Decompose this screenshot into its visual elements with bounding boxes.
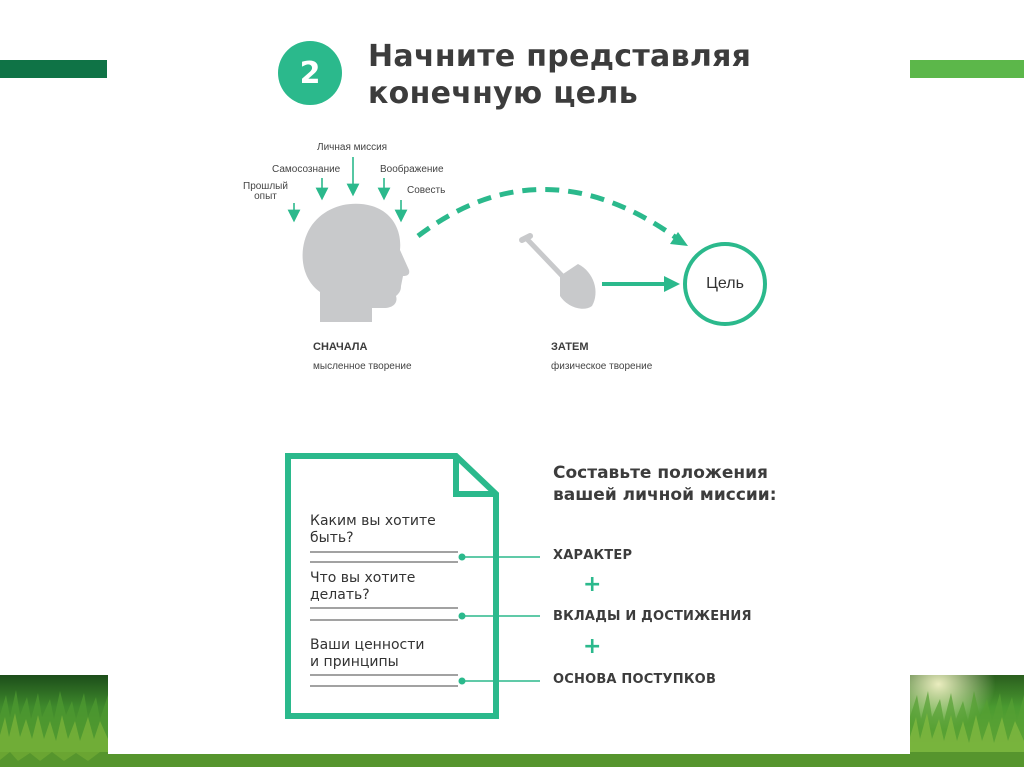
- question-what-to-do: Что вы хотите делать?: [310, 570, 415, 604]
- question-who-to-be-line1: Каким вы хотите: [310, 513, 436, 530]
- mission-item-character: ХАРАКТЕР: [553, 548, 632, 563]
- question-values: Ваши ценности и принципы: [310, 637, 425, 671]
- question-what-to-do-line2: делать?: [310, 587, 415, 604]
- plus-icon: +: [583, 572, 601, 597]
- question-who-to-be-line2: быть?: [310, 530, 436, 547]
- mission-item-contributions: ВКЛАДЫ И ДОСТИЖЕНИЯ: [553, 609, 752, 624]
- mission-item-principles: ОСНОВА ПОСТУПКОВ: [553, 672, 716, 687]
- mission-heading-line1: Составьте положения: [553, 462, 777, 484]
- question-values-line2: и принципы: [310, 654, 425, 671]
- mission-heading-line2: вашей личной миссии:: [553, 484, 777, 506]
- mission-heading: Составьте положения вашей личной миссии:: [553, 462, 777, 506]
- question-what-to-do-line1: Что вы хотите: [310, 570, 415, 587]
- question-who-to-be: Каким вы хотите быть?: [310, 513, 436, 547]
- question-values-line1: Ваши ценности: [310, 637, 425, 654]
- plus-icon: +: [583, 634, 601, 659]
